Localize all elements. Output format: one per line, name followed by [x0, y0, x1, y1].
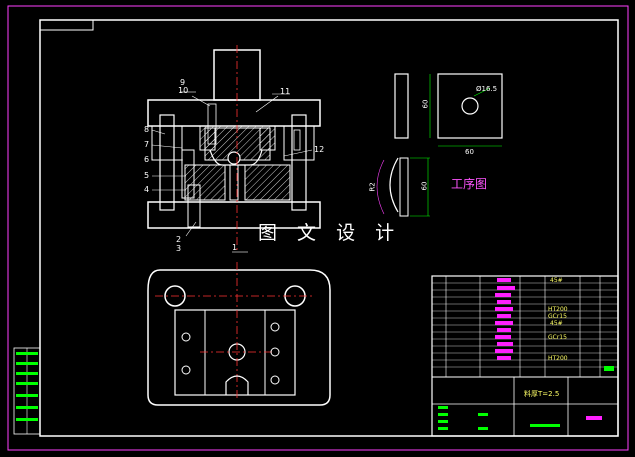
part-number-8: 8: [144, 125, 150, 134]
part-number-5: 5: [144, 171, 150, 180]
part-number-10: 10: [178, 86, 189, 95]
part-number-2: 2: [176, 235, 182, 244]
part-number-6: 6: [144, 155, 150, 164]
bom-entry-4: 45#: [550, 320, 563, 327]
die-plan-view: [147, 262, 331, 406]
formed-radius-dimension: R2: [368, 182, 377, 192]
drawing-frame: [39, 19, 619, 437]
blank-views: [394, 73, 503, 147]
blank-height-dimension: 60: [421, 99, 430, 109]
part-number-12: 12: [314, 145, 325, 154]
title-block-magenta-cells: [495, 278, 602, 420]
part-number-9: 9: [180, 78, 186, 87]
part-number-4: 4: [144, 185, 150, 194]
title-block-green-cells: [438, 366, 614, 430]
bom-entry-3: GCr15: [548, 313, 567, 320]
formed-height-dimension: 60: [420, 181, 429, 191]
bom-entry-5: GCr15: [548, 334, 567, 341]
process-drawing-label: 工序图: [451, 177, 488, 191]
frame-tab: [40, 20, 94, 31]
part-number-7: 7: [144, 140, 150, 149]
title-block-rows: [432, 282, 618, 368]
bom-entry-6: HT200: [548, 355, 568, 362]
material-thickness-note: 料厚T=2.5: [524, 390, 560, 398]
part-number-1: 1: [232, 243, 238, 252]
watermark-banner: 图 文 设 计: [258, 222, 402, 244]
blank-hole-dimension: Ø16.5: [476, 85, 498, 93]
sheet-border: [7, 5, 629, 451]
part-number-3: 3: [176, 244, 182, 253]
die-assembly: [147, 45, 321, 253]
formed-part-view: [376, 157, 430, 217]
part-number-11: 11: [280, 87, 291, 96]
blank-width-dimension: 60: [465, 148, 474, 156]
title-block: [431, 275, 619, 437]
bom-entry-2: HT200: [548, 306, 568, 313]
side-strip: [13, 347, 41, 435]
bom-entry-1: 45#: [550, 277, 563, 284]
